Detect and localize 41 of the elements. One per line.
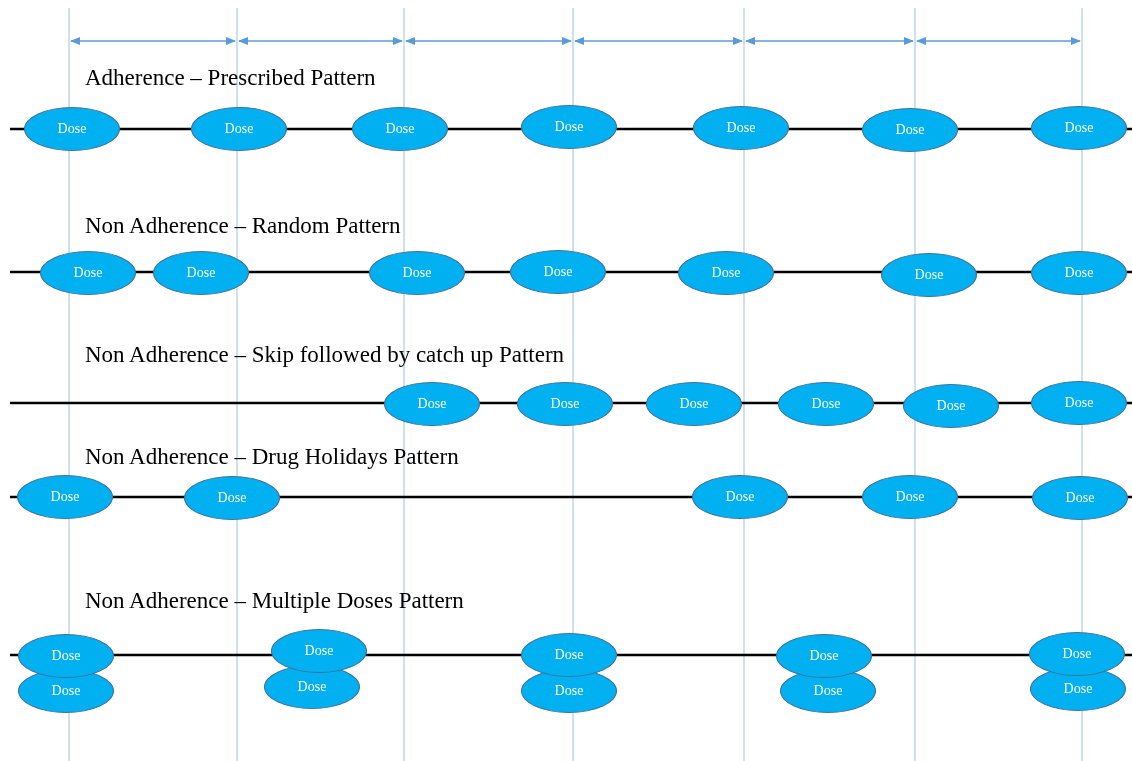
pattern-title: Non Adherence – Skip followed by catch up Pattern (85, 342, 565, 368)
dose-label: Dose (51, 683, 81, 699)
dose-label: Dose (304, 643, 334, 659)
pattern-title: Non Adherence – Multiple Doses Pattern (85, 588, 464, 614)
dose-label: Dose (224, 121, 254, 137)
pattern-title: Non Adherence – Random Pattern (85, 213, 401, 239)
dose-label: Dose (725, 489, 755, 505)
dose-label: Dose (1063, 681, 1093, 697)
dose-label: Dose (57, 121, 87, 137)
dose-label: Dose (1064, 265, 1094, 281)
dose-label: Dose (1065, 490, 1095, 506)
dose-label: Dose (73, 265, 103, 281)
dose-label: Dose (1064, 120, 1094, 136)
dose-label: Dose (217, 490, 247, 506)
dose-label: Dose (554, 683, 584, 699)
dose-label: Dose (936, 398, 966, 414)
dose-label: Dose (813, 683, 843, 699)
dose-label: Dose (726, 120, 756, 136)
dose-label: Dose (711, 265, 741, 281)
dose-label: Dose (297, 679, 327, 695)
dose-label: Dose (51, 648, 81, 664)
dose-label: Dose (543, 264, 573, 280)
dose-label: Dose (1064, 395, 1094, 411)
dose-label: Dose (186, 265, 216, 281)
dose-label: Dose (895, 489, 925, 505)
dose-label: Dose (809, 648, 839, 664)
dose-label: Dose (679, 396, 709, 412)
dose-label: Dose (402, 265, 432, 281)
dose-label: Dose (554, 647, 584, 663)
dose-label: Dose (50, 489, 80, 505)
pattern-title: Adherence – Prescribed Pattern (85, 65, 376, 91)
dose-ellipse (646, 382, 742, 426)
pattern-title: Non Adherence – Drug Holidays Pattern (85, 444, 459, 470)
dose-label: Dose (811, 396, 841, 412)
dose-label: Dose (385, 121, 415, 137)
dose-label: Dose (417, 396, 447, 412)
dose-label: Dose (1062, 646, 1092, 662)
dose-label: Dose (895, 122, 925, 138)
dose-label: Dose (554, 119, 584, 135)
dose-label: Dose (914, 267, 944, 283)
dose-label: Dose (550, 396, 580, 412)
